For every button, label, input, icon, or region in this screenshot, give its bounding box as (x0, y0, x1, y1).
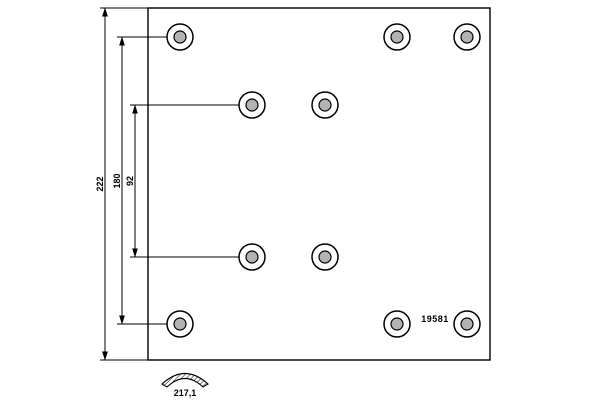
hole-inner-circle (245, 250, 259, 264)
hole-inner-circle (390, 30, 404, 44)
hole-inner-circle (173, 30, 187, 44)
rivet-hole-bottom-right-1 (383, 310, 411, 338)
hole-inner-circle (173, 317, 187, 331)
rivet-hole-row3-left (238, 243, 266, 271)
hole-inner-circle (460, 317, 474, 331)
dimension-inner-hole-spacing: 92 (125, 104, 138, 258)
rivet-hole-top-left (166, 23, 194, 51)
dimension-label-outer: 180 (112, 173, 122, 188)
part-number-label: 19581 (421, 314, 449, 324)
dimension-outer-hole-spacing: 180 (112, 36, 125, 325)
dimension-overall-height: 222 (95, 7, 108, 361)
rivet-hole-row2-right (311, 91, 339, 119)
plate-outline (147, 7, 491, 361)
rivet-holes (166, 23, 481, 338)
arc-dimension-label: 217,1 (174, 388, 197, 398)
rivet-hole-bottom-right-2 (453, 310, 481, 338)
rivet-hole-bottom-left (166, 310, 194, 338)
hole-inner-circle (318, 250, 332, 264)
hatched-arc-band (161, 372, 209, 388)
dimension-label-inner: 92 (125, 176, 135, 186)
dimension-label-overall: 222 (95, 176, 105, 191)
rivet-hole-top-right-1 (383, 23, 411, 51)
hole-inner-circle (460, 30, 474, 44)
hole-inner-circle (318, 98, 332, 112)
rivet-hole-row2-left (238, 91, 266, 119)
hole-inner-circle (390, 317, 404, 331)
rivet-hole-row3-right (311, 243, 339, 271)
hole-inner-circle (245, 98, 259, 112)
rivet-hole-top-right-2 (453, 23, 481, 51)
extension-lines (100, 7, 239, 361)
arc-dimension-symbol: 217,1 (161, 372, 209, 398)
